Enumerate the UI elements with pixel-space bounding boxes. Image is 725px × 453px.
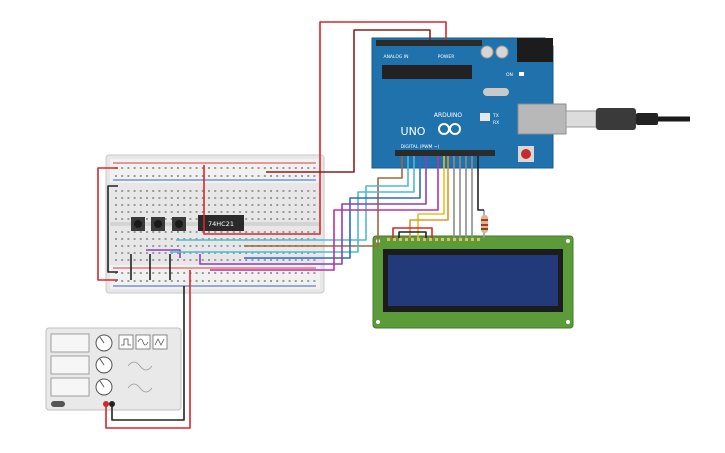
arduino-brand-text: ARDUINO [434,112,463,119]
push-button-2[interactable] [151,217,165,231]
power-switch[interactable] [51,401,65,407]
wire-orange-1 [409,156,449,238]
resistor[interactable] [481,210,488,238]
power-label: POWER [438,54,455,60]
wire-purple-stub [146,249,181,258]
reset-button-icon[interactable] [518,146,534,162]
wire-black-gnd [477,156,484,211]
lcd-16x2-module[interactable] [372,235,574,329]
wire-black-lcd [398,231,427,238]
wire-red-lcd [392,227,433,238]
wire-yellow-1 [417,156,445,238]
wire-black-top [266,29,431,173]
digital-label: DIGITAL (PWM ~) [401,144,440,150]
wire-gen-black [111,286,185,421]
wire-magenta-1 [210,156,439,271]
on-label: ON [506,72,513,78]
chip-label: 74HC21 [208,220,234,228]
wire-cyan-1 [176,156,409,241]
usb-plug-icon[interactable] [565,108,690,130]
square-wave-icon[interactable] [118,334,134,350]
ic-chip-74hc21[interactable]: 74HC21 [198,215,244,231]
triangle-wave-icon[interactable] [152,334,168,350]
rx-label: RX [493,120,499,126]
arduino-model-text: UNO [401,125,426,138]
wire-black-left [107,185,118,273]
function-generator[interactable] [45,327,182,411]
push-button-3[interactable] [172,217,186,231]
lcd-pin-header [387,238,480,241]
wire-cyan-2 [170,156,415,253]
wire-purple-1 [199,156,427,265]
wire-gen-red [105,270,191,429]
wire-blue-1 [244,156,421,259]
push-button-1[interactable] [131,217,145,231]
wires [97,21,484,429]
analog-in-label: ANALOG IN [383,54,408,60]
sine-wave-icon[interactable] [135,334,151,350]
wire-red-top [203,21,447,235]
arduino-uno-board[interactable]: ARDUINO UNO ANALOG IN POWER DIGITAL (PWM… [371,37,567,169]
wire-red-left [97,167,118,281]
arduino-logo [438,123,461,135]
tx-label: TX [492,113,499,119]
